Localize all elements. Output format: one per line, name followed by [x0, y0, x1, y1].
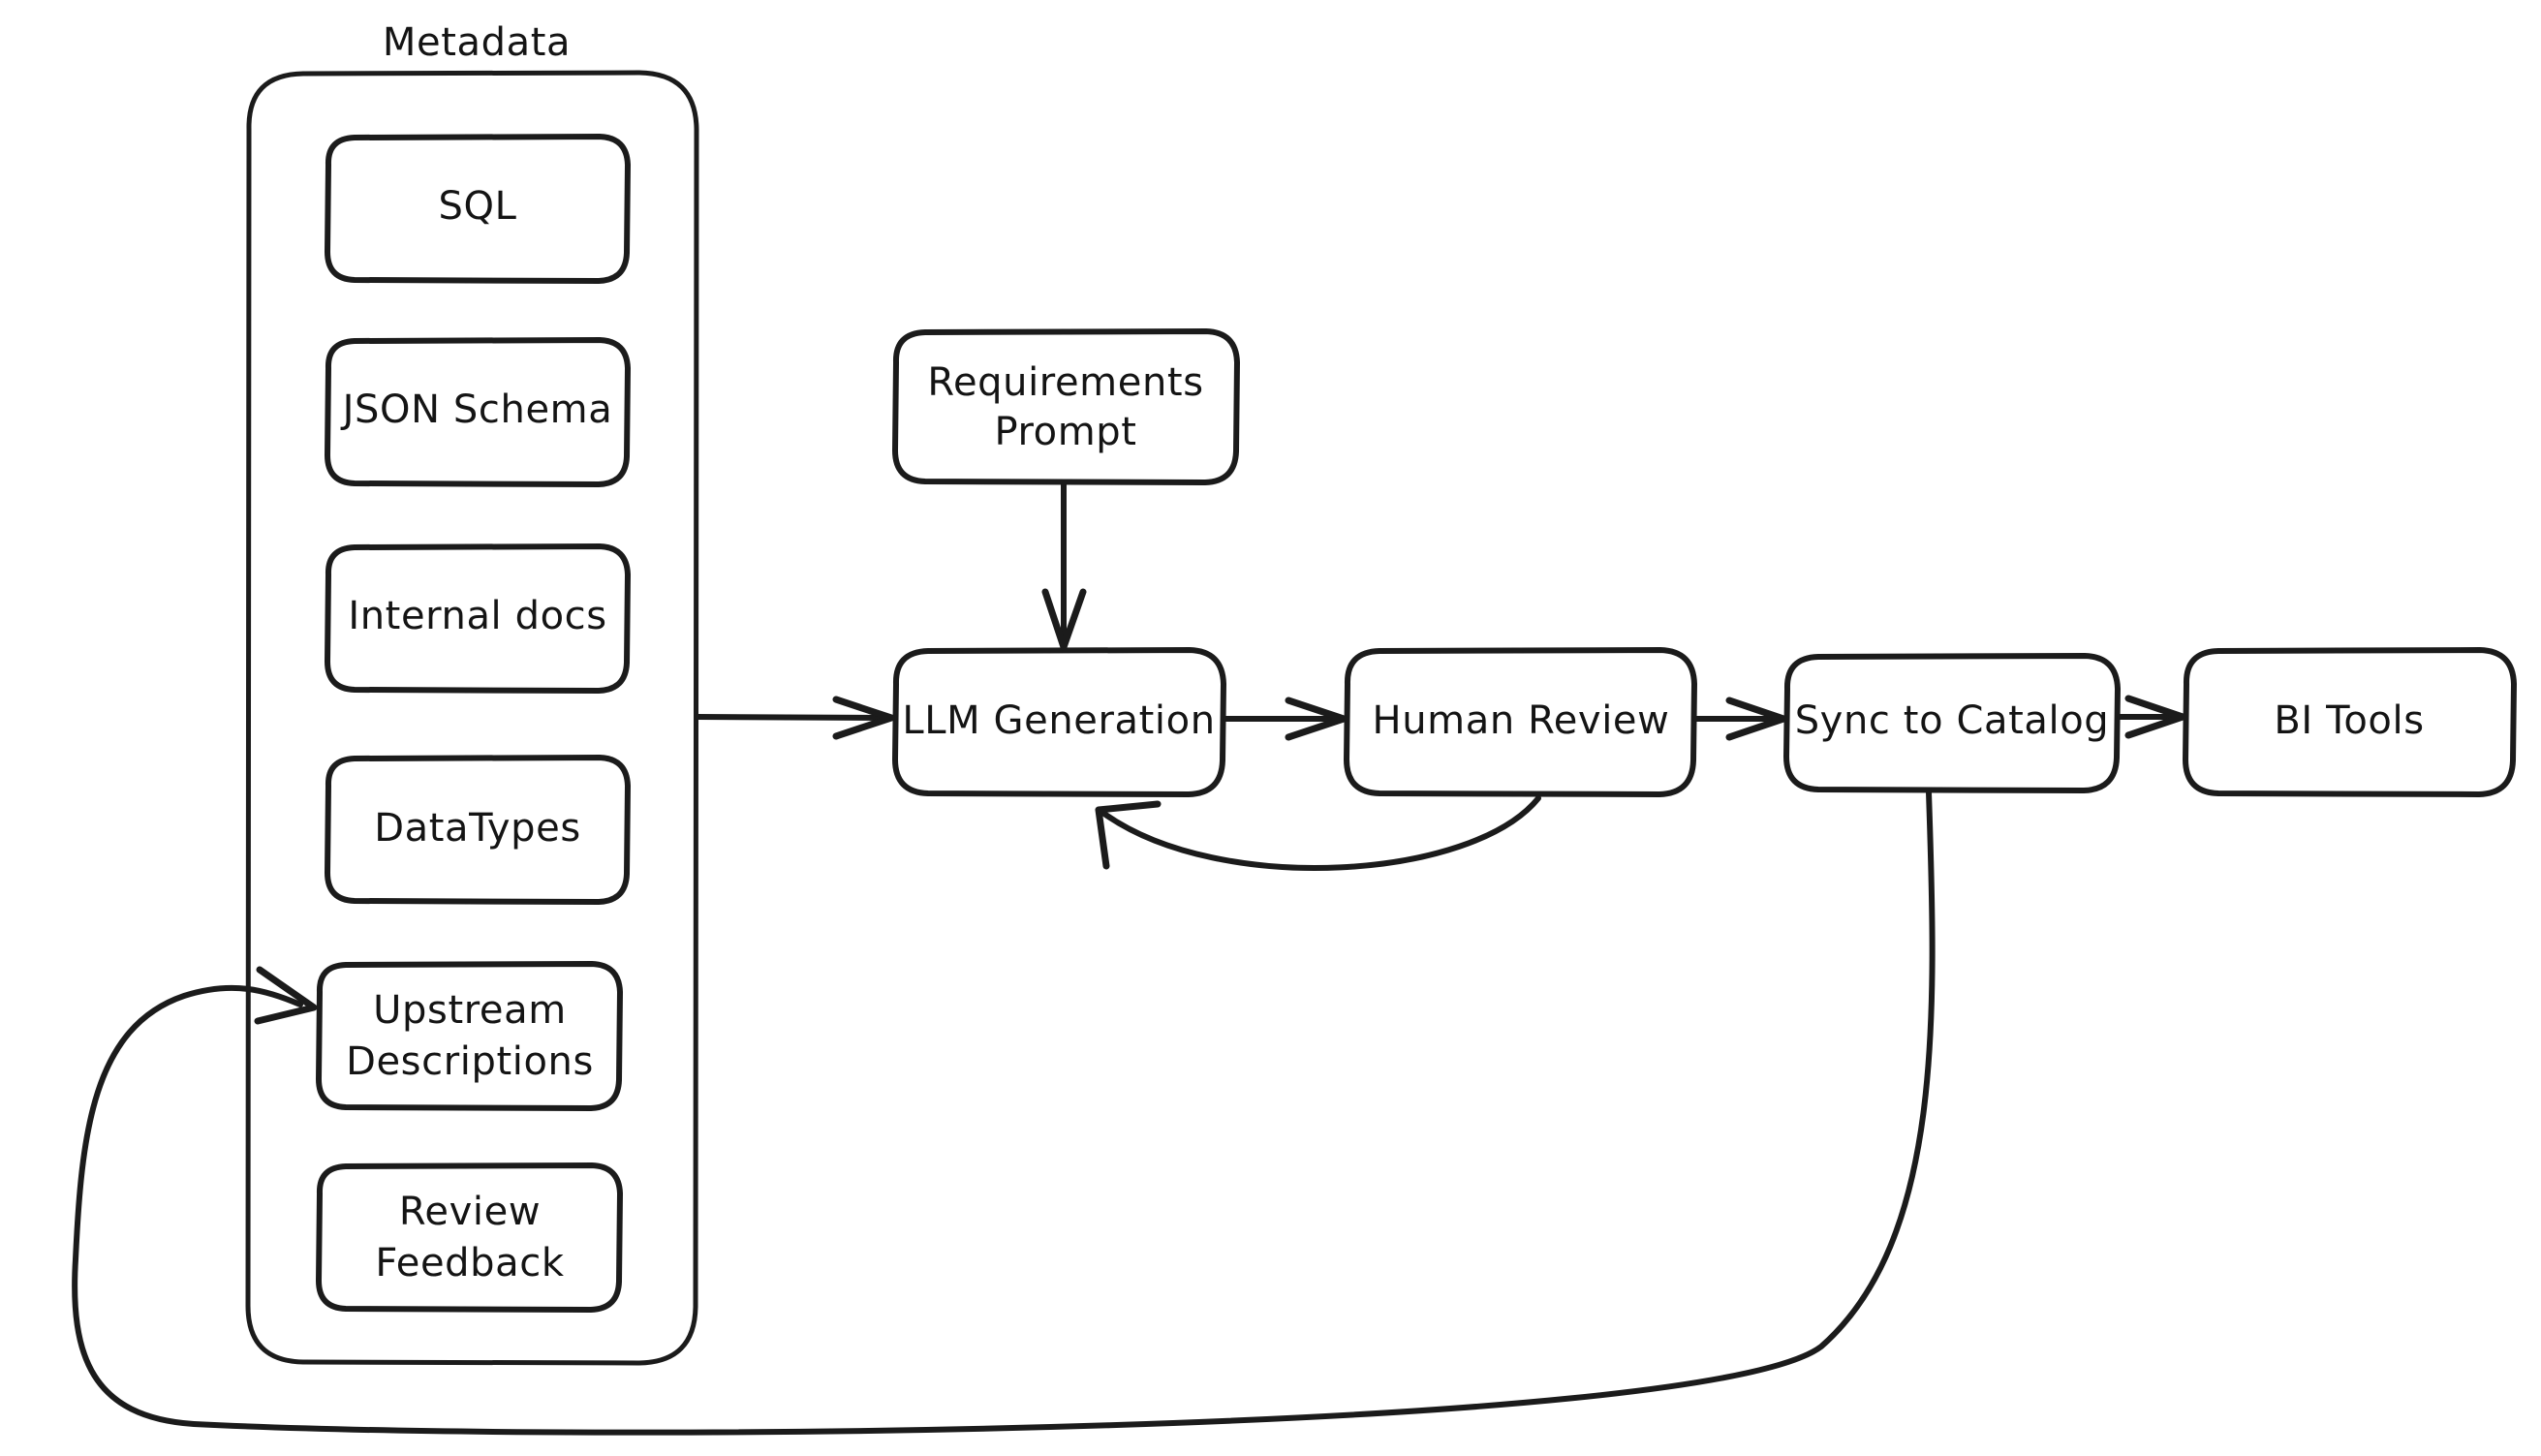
edge-metadata-to-llm-generation-line: [695, 714, 890, 721]
edge-llm-generation-to-human-review-arrowhead: [1285, 697, 1348, 741]
metadata-item-sql[interactable]: SQL: [325, 134, 631, 284]
metadata-item-datatypes-label: DataTypes: [374, 806, 581, 851]
metadata-item-json-schema-label: JSON Schema: [340, 387, 613, 432]
metadata-item-json-schema[interactable]: JSON Schema: [325, 337, 631, 487]
node-sync-to-catalog-box: [1783, 653, 2121, 793]
node-human-review-label: Human Review: [1373, 698, 1670, 743]
node-human-review[interactable]: Human Review: [1344, 647, 1697, 797]
edge-human-review-to-llm-generation-feedback-arrowhead: [1095, 800, 1162, 870]
metadata-group-border: [245, 70, 699, 1366]
metadata-item-internal-docs-label: Internal docs: [348, 594, 606, 638]
edge-sync-to-catalog-to-bi-tools-arrowhead: [2124, 695, 2186, 739]
node-llm-generation[interactable]: LLM Generation: [892, 647, 1226, 797]
node-human-review-box: [1344, 647, 1697, 797]
node-requirements-prompt[interactable]: Requirements Prompt: [892, 328, 1240, 485]
edge-human-review-to-sync-to-catalog-arrowhead: [1725, 697, 1787, 741]
node-requirements-prompt-label-line1: Requirements: [927, 360, 1203, 405]
metadata-item-upstream-descriptions-label-line1: Upstream: [373, 988, 567, 1033]
metadata-item-sql-label: SQL: [439, 184, 517, 229]
metadata-item-review-feedback-label-line1: Review: [399, 1190, 541, 1234]
metadata-item-internal-docs[interactable]: Internal docs: [325, 543, 631, 694]
metadata-item-upstream-descriptions-box: [316, 961, 623, 1111]
edge-metadata-to-llm-generation: [695, 696, 895, 740]
metadata-item-upstream-descriptions-label-line2: Descriptions: [346, 1039, 594, 1084]
edge-sync-to-catalog-to-bi-tools: [2117, 695, 2186, 739]
node-llm-generation-box: [892, 647, 1226, 797]
edge-sync-to-catalog-to-upstream-descriptions: [72, 790, 1936, 1436]
edge-sync-to-catalog-to-upstream-descriptions-arrowhead: [254, 966, 318, 1025]
edge-requirements-prompt-to-llm-generation-arrowhead: [1041, 588, 1087, 651]
metadata-item-review-feedback-box: [316, 1162, 623, 1313]
node-sync-to-catalog[interactable]: Sync to Catalog: [1783, 653, 2121, 793]
edge-human-review-to-sync-to-catalog: [1693, 697, 1787, 741]
edge-requirements-prompt-to-llm-generation: [1041, 481, 1087, 651]
node-sync-to-catalog-label: Sync to Catalog: [1795, 698, 2110, 743]
edge-metadata-to-llm-generation-arrowhead: [832, 696, 895, 740]
metadata-item-json-schema-box: [325, 337, 631, 487]
metadata-item-internal-docs-box: [325, 543, 631, 694]
node-bi-tools[interactable]: BI Tools: [2183, 647, 2517, 797]
node-llm-generation-label: LLM Generation: [902, 698, 1215, 743]
edge-sync-to-catalog-to-upstream-descriptions-curve: [72, 790, 1936, 1436]
metadata-item-sql-box: [325, 134, 631, 284]
metadata-group-title: Metadata: [383, 20, 571, 65]
metadata-item-review-feedback-label-line2: Feedback: [375, 1241, 565, 1286]
node-bi-tools-label: BI Tools: [2274, 698, 2424, 743]
node-requirements-prompt-label-line2: Prompt: [994, 410, 1136, 454]
metadata-item-upstream-descriptions[interactable]: Upstream Descriptions: [316, 961, 623, 1111]
node-bi-tools-box: [2183, 647, 2517, 797]
edge-human-review-to-llm-generation-feedback: [1095, 795, 1541, 871]
edge-human-review-to-llm-generation-feedback-curve: [1101, 795, 1541, 871]
edge-llm-generation-to-human-review: [1223, 697, 1348, 741]
node-requirements-prompt-box: [892, 328, 1240, 485]
metadata-item-review-feedback[interactable]: Review Feedback: [316, 1162, 623, 1313]
metadata-item-datatypes-box: [325, 755, 631, 905]
metadata-item-datatypes[interactable]: DataTypes: [325, 755, 631, 905]
metadata-group[interactable]: Metadata: [245, 20, 699, 1366]
